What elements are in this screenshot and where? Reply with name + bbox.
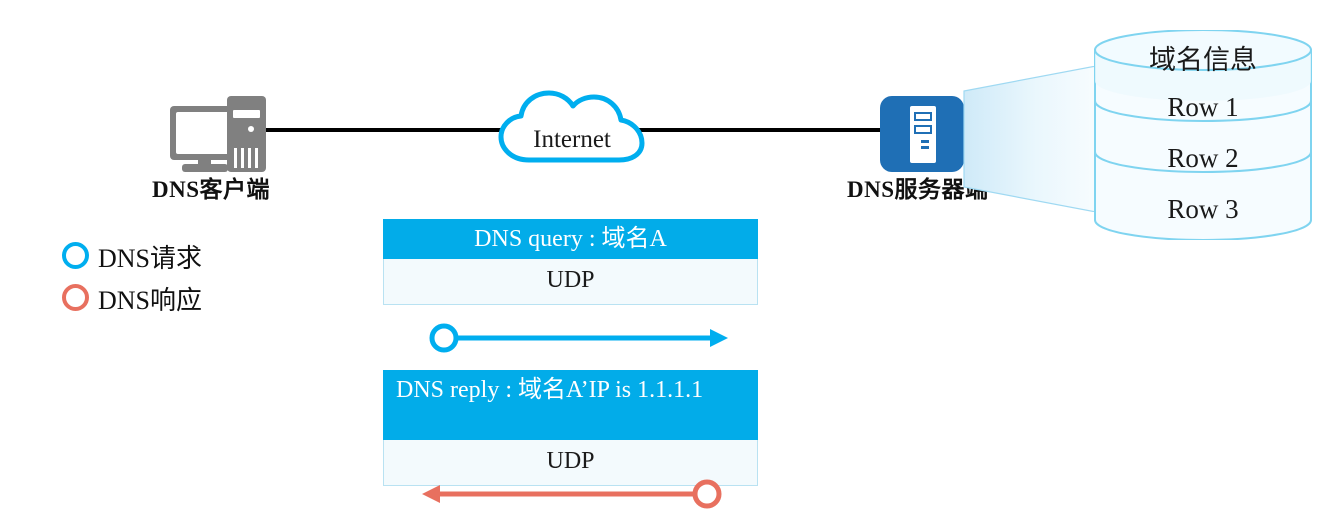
dns-query-arrow (428, 318, 733, 358)
tower-vent-line (255, 148, 258, 168)
server-led-dot (921, 146, 929, 149)
internet-label: Internet (533, 126, 611, 153)
dns-reply-arrow (418, 474, 723, 514)
internet-cloud-node[interactable]: Internet (497, 88, 647, 170)
dns-reply-packet-body: UDP (383, 440, 758, 486)
database-row: Row 3 (1167, 194, 1239, 224)
legend: DNS请求 DNS响应 (62, 238, 302, 316)
database-title: 域名信息 (1149, 45, 1257, 75)
tower-drive-slot (233, 110, 260, 118)
dns-query-packet-body: UDP (383, 259, 758, 305)
database-row: Row 2 (1167, 143, 1239, 173)
dns-reply-packet[interactable]: DNS reply : 域名A’IP is 1.1.1.1 UDP (383, 370, 758, 486)
cloud-icon (498, 90, 645, 163)
dns-server-node[interactable] (880, 96, 964, 172)
legend-item-dns-response[interactable]: DNS响应 (62, 280, 302, 315)
circle-outline-icon (62, 242, 89, 269)
server-slot-bar (914, 125, 932, 134)
server-slot-bar (914, 112, 932, 121)
monitor-base (182, 164, 228, 172)
monitor-screen (176, 112, 232, 154)
dns-query-packet-header: DNS query : 域名A (383, 219, 758, 259)
legend-label: DNS响应 (98, 286, 203, 315)
server-led-dot (921, 140, 929, 143)
wire-client-to-internet (258, 128, 516, 132)
database-cylinder-icon (1094, 29, 1312, 241)
tower-vent-line (248, 148, 251, 168)
server-database-connector (962, 66, 1102, 212)
legend-label: DNS请求 (98, 244, 203, 273)
domain-info-database[interactable]: 域名信息 Row 1 Row 2 Row 3 (1092, 29, 1314, 241)
monitor-neck (198, 160, 211, 166)
dns-reply-packet-header: DNS reply : 域名A’IP is 1.1.1.1 (383, 370, 758, 440)
circle-outline-icon (62, 284, 89, 311)
tower-vent-line (234, 148, 237, 168)
legend-item-dns-request[interactable]: DNS请求 (62, 238, 302, 273)
computer-tower-icon (227, 96, 266, 172)
dns-client-label: DNS客户端 (152, 177, 271, 202)
wire-internet-to-server (625, 128, 883, 132)
dns-client-node[interactable] (170, 96, 266, 172)
database-row: Row 1 (1167, 92, 1239, 122)
dns-query-packet[interactable]: DNS query : 域名A UDP (383, 219, 758, 307)
tower-vent-line (241, 148, 244, 168)
tower-power-dot (248, 126, 254, 132)
